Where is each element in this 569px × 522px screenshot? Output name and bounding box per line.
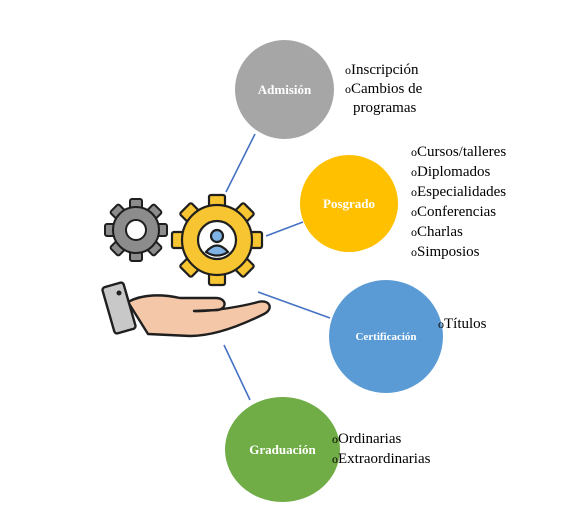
list-item-text: Inscripción (351, 62, 419, 78)
list-item: oCambios de (345, 80, 422, 99)
stage-certificacion-label: Certificación (355, 330, 417, 343)
list-item-text: Extraordinarias (338, 451, 431, 467)
bullet-icon: o (411, 225, 417, 239)
bullet-icon: o (332, 452, 338, 466)
list-item: oEspecialidades (411, 182, 506, 202)
bullet-icon: o (411, 145, 417, 159)
bullet-icon: o (345, 82, 351, 96)
stage-posgrado-label: Posgrado (323, 195, 375, 211)
posgrado-list: oCursos/talleres oDiplomados oEspecialid… (411, 142, 506, 262)
bullet-icon: o (411, 165, 417, 179)
list-item: oCharlas (411, 222, 506, 242)
list-item: oCursos/talleres (411, 142, 506, 162)
list-item-text: Ordinarias (338, 431, 402, 447)
bullet-icon: o (411, 185, 417, 199)
graduacion-list: oOrdinarias oExtraordinarias (332, 429, 430, 469)
bullet-icon: o (438, 317, 444, 331)
connector-posgrado (265, 221, 304, 237)
open-hand-icon (101, 281, 271, 338)
list-item-text: Simposios (417, 244, 480, 260)
certificacion-list: oTítulos (438, 314, 487, 334)
list-item: oExtraordinarias (332, 449, 430, 469)
stage-admision-label: Admisión (257, 81, 312, 97)
stage-graduacion-circle: Graduación (225, 397, 340, 502)
list-item: oTítulos (438, 314, 487, 334)
stage-graduacion-label: Graduación (249, 441, 316, 457)
admision-list: oInscripción oCambios de programas (345, 61, 422, 118)
list-item-text: Cambios de (351, 81, 423, 97)
list-item: oOrdinarias (332, 429, 430, 449)
connector-certificacion (257, 291, 331, 319)
stage-posgrado-circle: Posgrado (300, 155, 398, 252)
gear-icon (104, 198, 168, 262)
gear-user-icon (170, 193, 264, 287)
list-item-text: Conferencias (417, 204, 497, 220)
bullet-icon: o (411, 205, 417, 219)
connector-admision (225, 133, 256, 193)
bullet-icon: o (332, 432, 338, 446)
list-item: oSimposios (411, 242, 506, 262)
list-item: oConferencias (411, 202, 506, 222)
hand-gears-illustration (101, 193, 271, 338)
list-item-text: Diplomados (417, 164, 491, 180)
bullet-icon: o (411, 245, 417, 259)
list-item-continuation: programas (345, 99, 422, 118)
list-item: oDiplomados (411, 162, 506, 182)
list-item-text: Cursos/talleres (417, 144, 507, 160)
stage-certificacion-circle: Certificación (329, 280, 443, 393)
connector-graduacion (223, 344, 251, 401)
list-item-text: Charlas (417, 224, 463, 240)
list-item-text: Especialidades (417, 184, 507, 200)
stage-admision-circle: Admisión (235, 40, 334, 139)
list-item-text: programas (353, 100, 417, 116)
list-item-text: Títulos (444, 316, 487, 332)
list-item: oInscripción (345, 61, 422, 80)
bullet-icon: o (345, 63, 351, 77)
